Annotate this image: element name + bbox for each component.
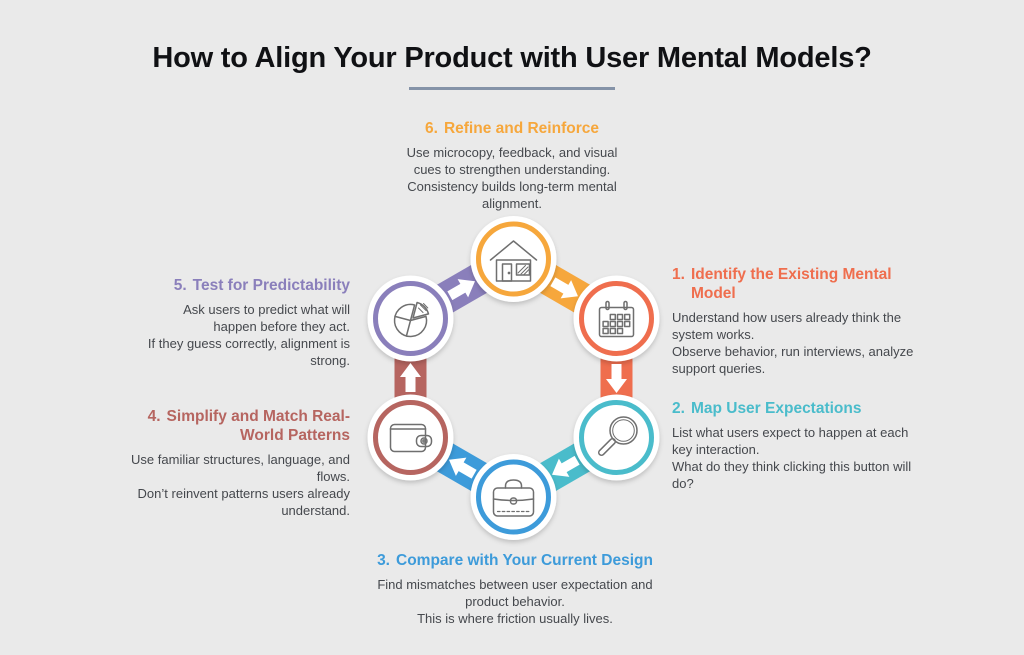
step-1-text-block: 1. Identify the Existing Mental Model Un… [672, 266, 940, 377]
step-3-title: Compare with Your Current Design [396, 552, 653, 569]
step-4-description: Use familiar structures, language, and f… [131, 451, 350, 519]
step-2-text-block: 2. Map User Expectations List what users… [672, 400, 940, 493]
title-underline [409, 87, 615, 90]
step-4-title: Simplify and Match Real- World Patterns [166, 408, 350, 444]
step-2-description: List what users expect to happen at each… [672, 424, 912, 492]
page-title: How to Align Your Product with User Ment… [152, 42, 872, 74]
process-cycle-diagram [367, 216, 660, 540]
step-5-number: 5. [173, 277, 187, 294]
arrow-2-to-3-icon [552, 455, 580, 477]
step-6-heading: 6. Refine and Reinforce [360, 120, 664, 139]
step-5-title: Test for Predictability [192, 277, 350, 294]
step-5-text-block: 5. Test for Predictability Ask users to … [110, 277, 350, 370]
step-3-heading: 3. Compare with Your Current Design [322, 552, 708, 571]
step-2-number: 2. [672, 400, 685, 417]
briefcase-icon [492, 479, 535, 517]
step-5-heading: 5. Test for Predictability [110, 277, 350, 296]
step-2-heading: 2. Map User Expectations [672, 400, 940, 419]
arrow-5-to-6-icon [447, 279, 475, 301]
step-2-node [573, 394, 660, 481]
step-6-title: Refine and Reinforce [443, 120, 599, 137]
step-3-text-block: 3. Compare with Your Current Design Find… [322, 552, 708, 627]
step-6-description: Use microcopy, feedback, and visual cues… [406, 144, 618, 212]
step-1-title: Identify the Existing Mental Model [690, 266, 892, 302]
step-5-node [367, 275, 454, 362]
step-4-number: 4. [147, 408, 161, 425]
magnifier-icon [598, 416, 638, 456]
step-6-text-block: 6. Refine and Reinforce Use microcopy, f… [360, 120, 664, 213]
step-1-node [573, 275, 660, 362]
arrow-4-to-5-icon [400, 363, 421, 392]
step-5-description: Ask users to predict what will happen be… [147, 301, 350, 369]
step-3-node [470, 454, 557, 540]
step-1-heading: 1. Identify the Existing Mental Model [672, 266, 940, 304]
step-1-number: 1. [672, 266, 685, 283]
step-6-number: 6. [425, 120, 438, 137]
calendar-icon [598, 300, 635, 338]
wallet-icon [389, 423, 433, 453]
pie-chart-icon [393, 301, 430, 338]
step-3-number: 3. [377, 552, 390, 569]
arrow-1-to-2-icon [606, 364, 627, 393]
arrow-3-to-4-icon [449, 457, 477, 479]
step-3-description: Find mismatches between user expectation… [377, 576, 653, 627]
step-4-node [367, 394, 454, 481]
step-2-title: Map User Expectations [690, 400, 862, 417]
step-4-text-block: 4. Simplify and Match Real- World Patter… [96, 408, 350, 519]
house-icon [489, 240, 538, 282]
step-4-heading: 4. Simplify and Match Real- World Patter… [96, 408, 350, 446]
step-6-node [470, 216, 557, 302]
arrow-6-to-1-icon [550, 277, 578, 299]
step-1-description: Understand how users already think the s… [672, 309, 914, 377]
